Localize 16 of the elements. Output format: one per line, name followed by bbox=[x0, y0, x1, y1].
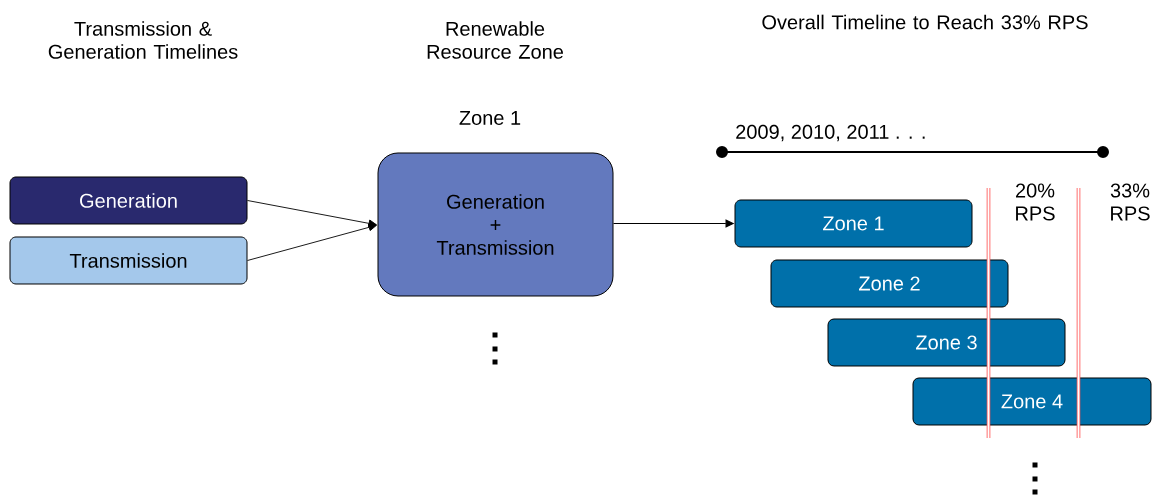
column-heading: Renewable Resource Zone bbox=[427, 21, 563, 59]
box-caption: Zone 1 bbox=[459, 111, 521, 125]
input-box: Transmission bbox=[9, 236, 248, 285]
timeline-bar: Zone 1 bbox=[734, 199, 973, 248]
milestone-label: 33% RPS bbox=[1110, 183, 1150, 221]
milestone-label: 20% RPS bbox=[1016, 183, 1055, 221]
column-heading: Transmission & Generation Timelines bbox=[48, 21, 238, 59]
arrow bbox=[247, 200, 377, 228]
year-label: 2009, 2010, 2011 . . . bbox=[736, 124, 925, 142]
process-box: Generation + Transmission bbox=[377, 152, 614, 297]
timeline-bar: Zone 4 bbox=[912, 377, 1152, 426]
arrow bbox=[247, 223, 377, 261]
column-heading: Overall Timeline to Reach 33% RPS bbox=[762, 14, 1088, 30]
timeline-bar: Zone 2 bbox=[770, 259, 1009, 308]
input-box: Generation bbox=[9, 176, 248, 225]
timeline-bar: Zone 3 bbox=[827, 318, 1066, 367]
